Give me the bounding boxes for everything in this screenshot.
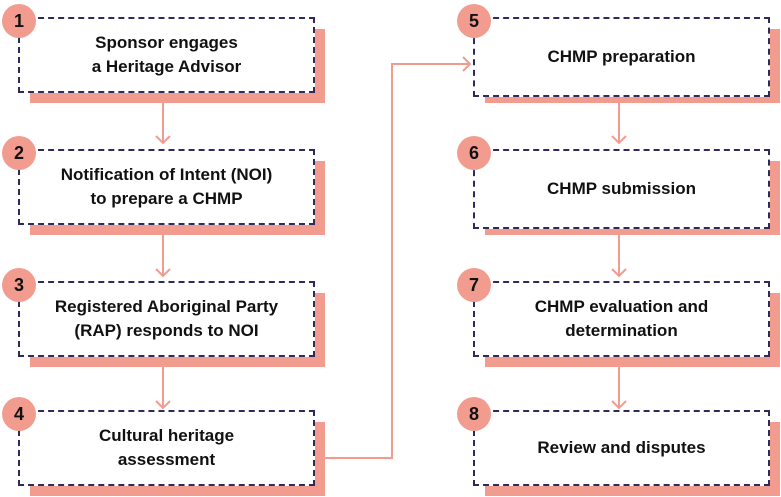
step-box: Registered Aboriginal Party (RAP) respon…	[18, 281, 315, 357]
step-label: Cultural heritage assessment	[98, 426, 235, 469]
step-box: Sponsor engages a Heritage Advisor	[18, 17, 315, 93]
step-number-badge: 2	[2, 136, 36, 170]
arrow-2-to-3-head	[155, 268, 171, 278]
step-box: Cultural heritage assessment	[18, 410, 315, 486]
step-label: CHMP evaluation and determination	[534, 297, 709, 340]
step-box: CHMP preparation	[473, 17, 770, 97]
step-number-badge: 5	[457, 4, 491, 38]
step-label: CHMP preparation	[547, 47, 696, 66]
step-number-badge: 8	[457, 397, 491, 431]
step-number-badge: 3	[2, 268, 36, 302]
arrow-7-to-8-head	[611, 400, 627, 410]
arrow-4-to-5	[316, 63, 470, 459]
step-label: Sponsor engages a Heritage Advisor	[91, 33, 242, 76]
step-label: Notification of Intent (NOI) to prepare …	[60, 165, 273, 208]
step-box: Notification of Intent (NOI) to prepare …	[18, 149, 315, 225]
step-number-badge: 6	[457, 136, 491, 170]
step-number-badge: 7	[457, 268, 491, 302]
step-number-badge: 1	[2, 4, 36, 38]
arrow-5-to-6-head	[611, 135, 627, 145]
step-label: Registered Aboriginal Party (RAP) respon…	[54, 297, 279, 340]
arrow-3-to-4-head	[155, 400, 171, 410]
step-box: CHMP evaluation and determination	[473, 281, 770, 357]
step-number-badge: 4	[2, 397, 36, 431]
step-label: CHMP submission	[547, 179, 696, 198]
step-label: Review and disputes	[537, 438, 706, 457]
step-box: CHMP submission	[473, 149, 770, 229]
arrow-1-to-2-head	[155, 135, 171, 145]
step-box: Review and disputes	[473, 410, 770, 486]
arrow-4-to-5-head	[462, 56, 472, 72]
arrow-6-to-7-head	[611, 268, 627, 278]
